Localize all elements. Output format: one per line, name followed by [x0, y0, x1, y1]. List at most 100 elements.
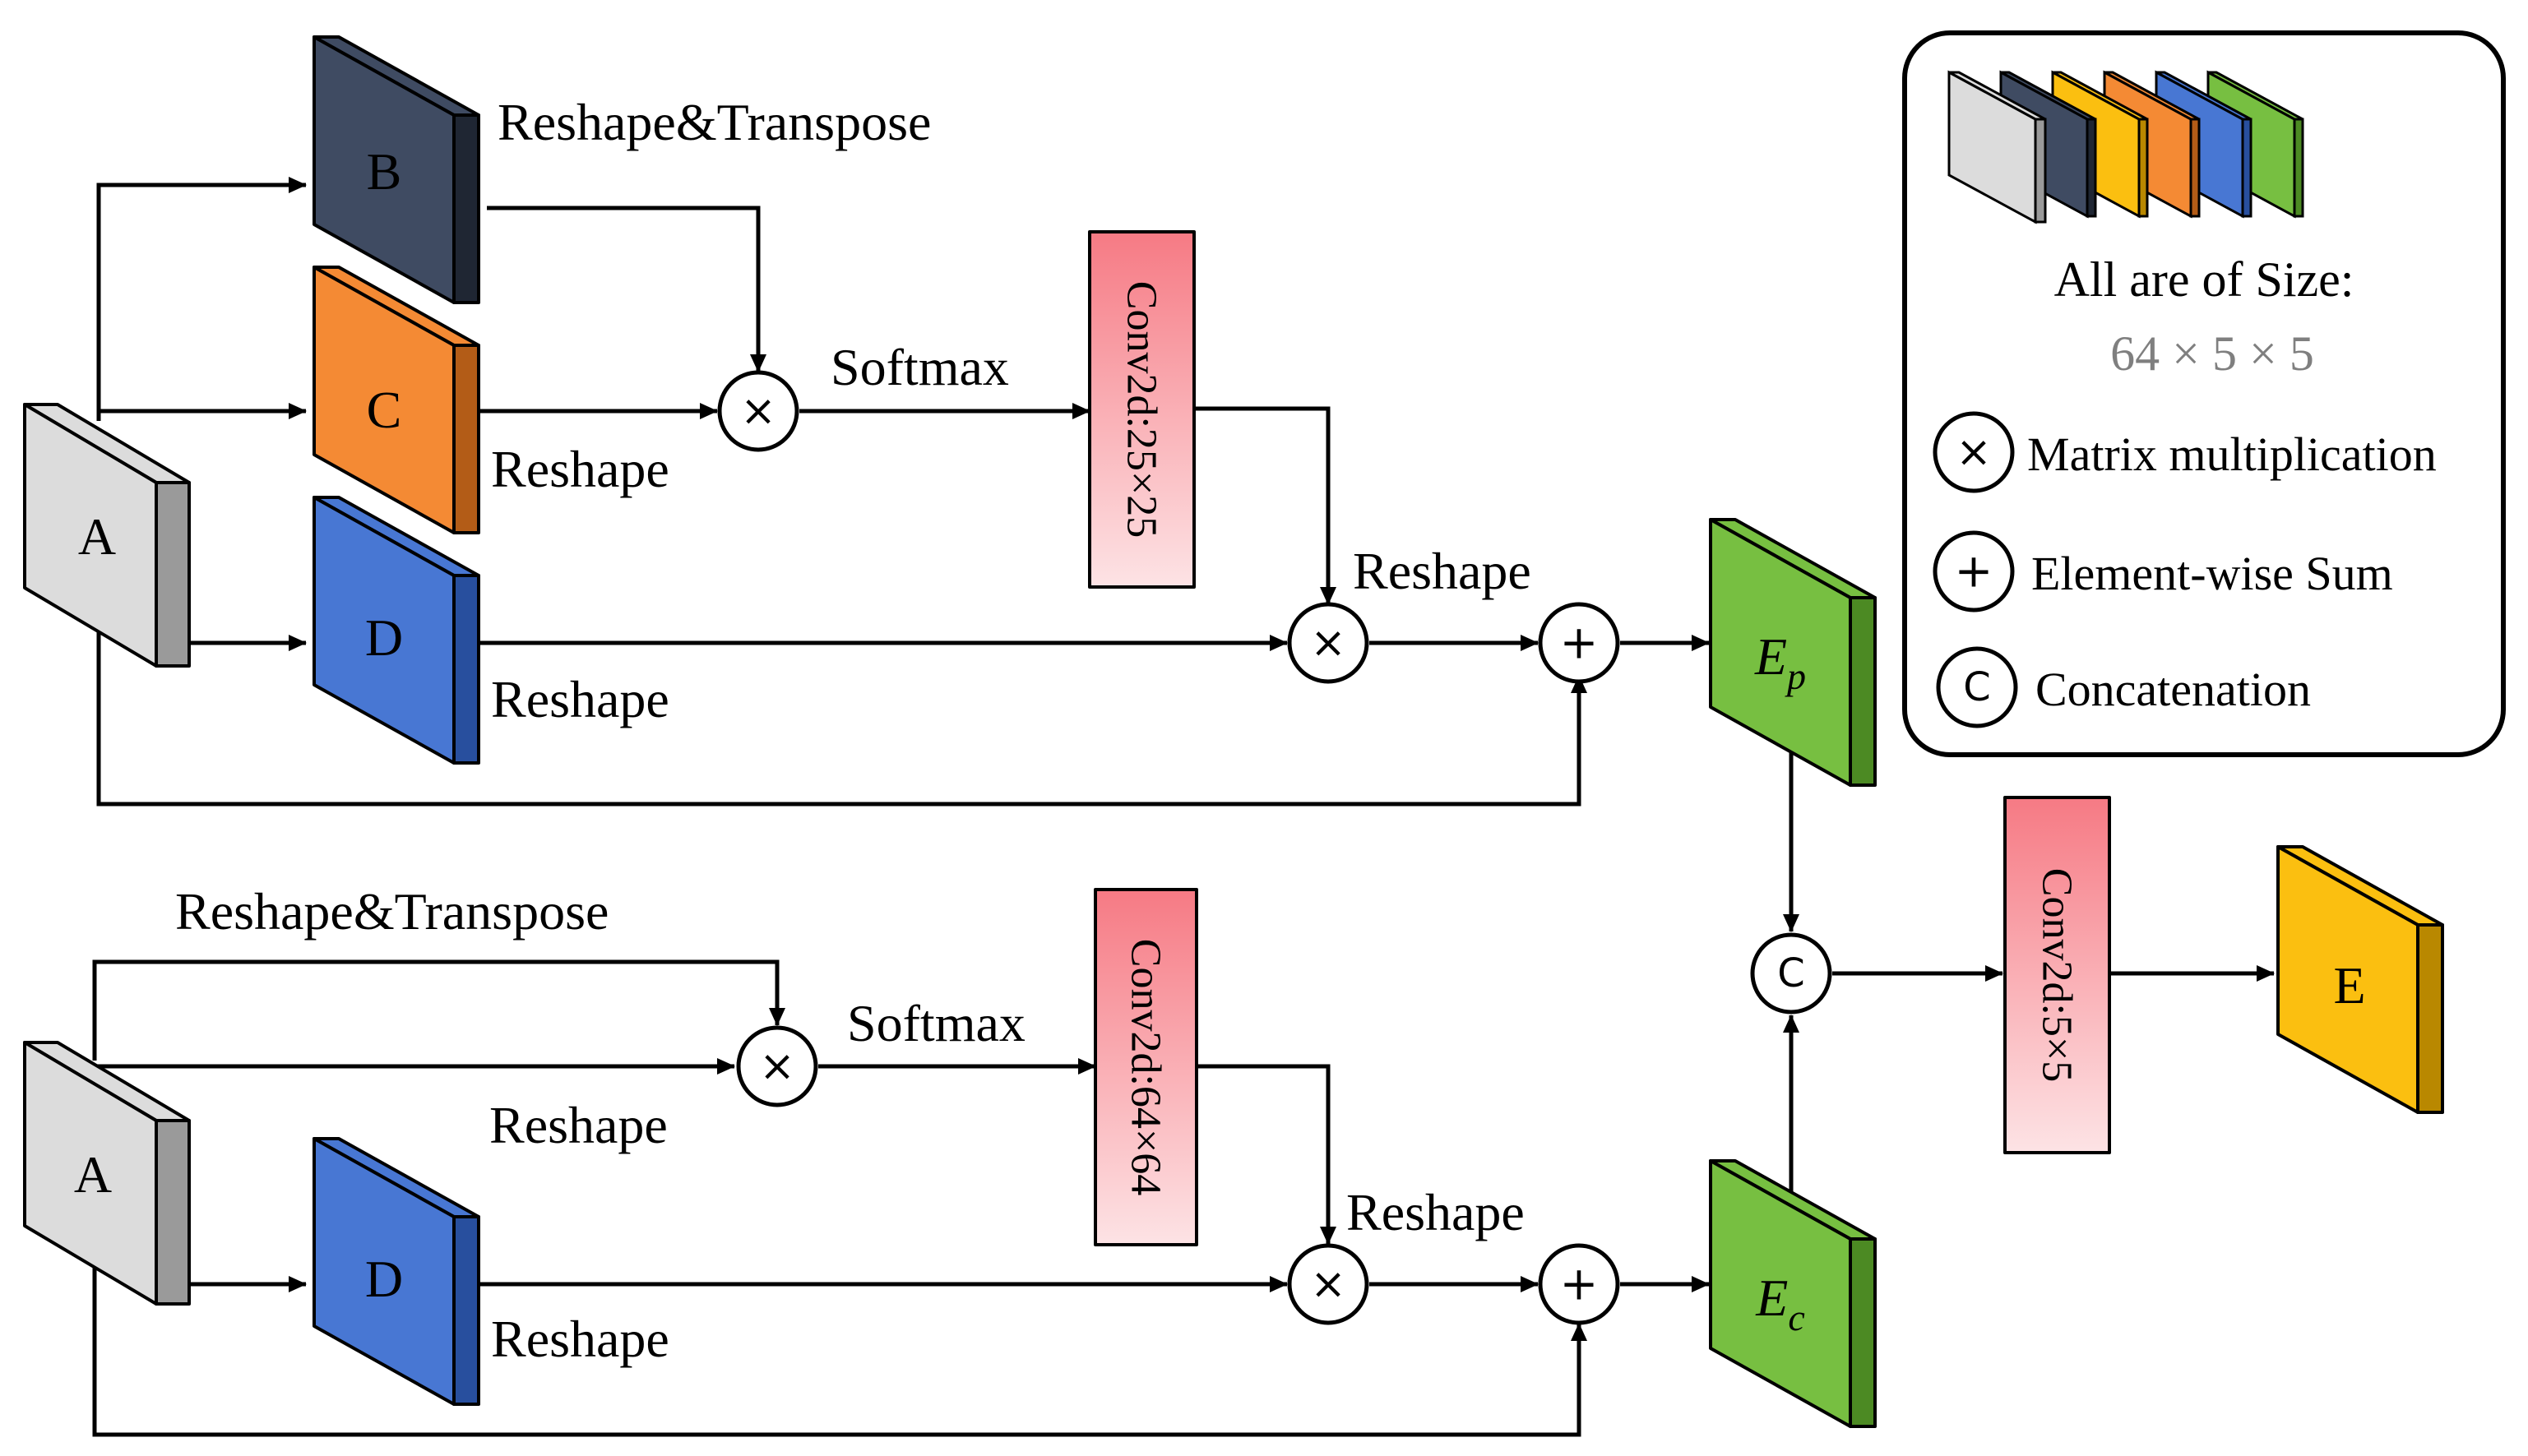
block-d-side-face: [452, 574, 480, 765]
conv-5x5-label: Conv2d:5×5: [2034, 868, 2081, 1082]
block-e-side-face: [2416, 923, 2444, 1114]
label-reshape-transpose-position: Reshape&Transpose: [498, 93, 931, 151]
block-c-front-face: [313, 266, 456, 534]
legend-item-matrix-multiplication: × Matrix multiplication: [1933, 411, 2437, 493]
legend-cube-grey: [1947, 70, 2047, 224]
legend-sum-label: Element-wise Sum: [2031, 547, 2393, 600]
conv-block-25x25: Conv2d:25×25: [1088, 230, 1196, 589]
feature-block-e: E: [2276, 845, 2444, 1114]
legend-size-value: 64 × 5 × 5: [2110, 326, 2314, 381]
block-c-label: C: [367, 381, 402, 439]
label-reshape-c: Reshape: [491, 440, 669, 498]
sum-operator-position: +: [1538, 602, 1620, 684]
legend-multiply-circle: [1933, 411, 2015, 493]
label-reshape-d-channel: Reshape: [491, 1310, 669, 1368]
multiply-operator-channel-1: ×: [736, 1025, 818, 1107]
conv-block-5x5: Conv2d:5×5: [2003, 796, 2111, 1154]
legend-concat-label: Concatenation: [2035, 663, 2311, 716]
legend-multiply-symbol: ×: [1956, 428, 1992, 477]
edge-a-to-sum-p: [96, 626, 1587, 807]
block-a-label: A: [78, 507, 116, 566]
feature-block-d-channel: D: [313, 1137, 480, 1406]
label-reshape-channel: Reshape: [489, 1096, 668, 1154]
conv-64x64-label: Conv2d:64×64: [1123, 939, 1169, 1195]
multiply-symbol: ×: [759, 1042, 795, 1091]
sum-operator-circle: [1538, 602, 1620, 684]
multiply-operator-circle: [736, 1025, 818, 1107]
label-reshape-out-position: Reshape: [1353, 542, 1531, 600]
legend-size-title: All are of Size:: [2054, 252, 2354, 307]
legend-item-element-wise-sum: + Element-wise Sum: [1933, 530, 2393, 612]
edge-a-to-sum-c: [92, 1268, 1587, 1437]
legend-box: [1902, 30, 2506, 757]
label-reshape-transpose-channel: Reshape&Transpose: [175, 882, 609, 941]
block-a-channel-label: A: [74, 1145, 112, 1204]
sum-operator-circle: [1538, 1243, 1620, 1325]
block-ep-side-face: [1849, 596, 1877, 787]
concat-operator: C: [1750, 932, 1832, 1015]
conv-64x64-rect: [1094, 888, 1198, 1246]
legend-cubes: [1947, 70, 2304, 224]
block-b-side-face: [452, 113, 480, 304]
multiply-operator-channel-2: ×: [1287, 1243, 1369, 1325]
feature-block-c: C: [313, 266, 480, 534]
sum-symbol: +: [1560, 617, 1599, 670]
sum-symbol: +: [1560, 1258, 1599, 1311]
connectors: [92, 177, 2275, 1437]
legend-concat-symbol: C: [1963, 664, 1991, 710]
multiply-symbol: ×: [740, 386, 776, 436]
multiply-operator-circle: [1287, 602, 1369, 684]
feature-block-ec: Ec: [1709, 1159, 1877, 1428]
block-d-front-face: [313, 1137, 456, 1406]
label-reshape-d-position: Reshape: [491, 670, 669, 728]
sum-operator-channel: +: [1538, 1243, 1620, 1325]
conv-5x5-rect: [2003, 796, 2111, 1154]
feature-block-a-channel: A: [23, 1041, 191, 1306]
block-d-channel-label: D: [365, 1250, 403, 1308]
block-a-side-face: [155, 1119, 191, 1306]
label-reshape-out-channel: Reshape: [1346, 1183, 1525, 1241]
block-d-front-face: [313, 496, 456, 765]
legend: All are of Size: 64 × 5 × 5 × Matrix mul…: [1902, 30, 2506, 757]
edge-conv-to-mult2-c: [1197, 1064, 1336, 1245]
legend-item-concatenation: C Concatenation: [1936, 646, 2311, 728]
block-e-front-face: [2276, 845, 2419, 1114]
label-softmax-channel: Softmax: [847, 994, 1026, 1052]
multiply-symbol: ×: [1310, 618, 1346, 668]
label-softmax-position: Softmax: [831, 338, 1009, 396]
conv-25x25-label: Conv2d:25×25: [1118, 281, 1165, 538]
block-a-front-face: [23, 403, 158, 668]
legend-multiply-label: Matrix multiplication: [2027, 428, 2437, 481]
block-ep-label: Ep: [1754, 627, 1806, 697]
feature-block-ep: Ep: [1709, 518, 1877, 787]
block-b-label: B: [367, 142, 402, 201]
edge-a-to-mult1-c-transpose: [92, 959, 785, 1061]
feature-block-a-position: A: [23, 403, 191, 668]
block-ec-side-face: [1849, 1237, 1877, 1428]
block-d-side-face: [452, 1215, 480, 1406]
edge-a-to-b: [96, 177, 307, 421]
conv-25x25-rect: [1088, 230, 1196, 589]
edge-conv-to-mult2-p: [1194, 406, 1336, 605]
conv-block-64x64: Conv2d:64×64: [1094, 888, 1198, 1246]
block-e-label: E: [2333, 956, 2365, 1015]
block-a-side-face: [155, 481, 191, 668]
multiply-operator-position-2: ×: [1287, 602, 1369, 684]
multiply-operator-circle: [1287, 1243, 1369, 1325]
block-c-side-face: [452, 344, 480, 534]
block-b-front-face: [313, 35, 456, 304]
block-a-front-face: [23, 1041, 158, 1306]
legend-sum-circle: [1933, 530, 2015, 612]
feature-block-b: B: [313, 35, 480, 304]
feature-block-d-position: D: [313, 496, 480, 765]
block-ep-front-face: [1709, 518, 1852, 787]
block-d-label: D: [365, 608, 403, 667]
multiply-symbol: ×: [1310, 1260, 1346, 1309]
block-ec-label: Ec: [1755, 1269, 1805, 1338]
multiply-operator-position-1: ×: [717, 370, 799, 452]
block-ec-front-face: [1709, 1159, 1852, 1428]
concat-operator-circle: [1750, 932, 1832, 1015]
legend-sum-symbol: +: [1955, 545, 1993, 599]
concat-symbol: C: [1777, 950, 1805, 996]
